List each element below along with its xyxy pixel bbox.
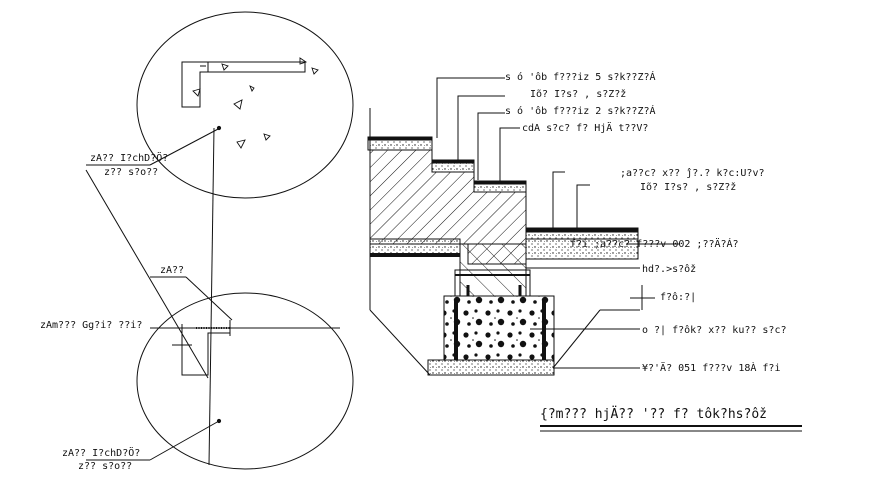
label-mid-1: zA?? bbox=[160, 265, 184, 276]
section-label-3: s ó 'ôb f???iz 2 s?k??Z?Á bbox=[505, 104, 656, 117]
drawing-title: {?m??? hjÄ?? '?? f? tôk?hs?ôž bbox=[540, 406, 767, 422]
section-label-5: ;a??c? x?? ĵ?.? k?c:U?v? bbox=[620, 167, 765, 179]
concrete-bed-left bbox=[369, 238, 461, 256]
section-label-7: f?i ;a??c? f???v 002 ;??Ä?Á? bbox=[570, 237, 739, 250]
section-label-9: f?ô:?| bbox=[660, 291, 696, 303]
left-labels: zA?? I?chD?Ö? z?? s?o?? zA?? zAm??? Gg?i… bbox=[40, 151, 184, 472]
label-upper-1: zA?? I?chD?Ö? bbox=[90, 151, 168, 164]
stair-section bbox=[367, 108, 655, 376]
label-lower-2: z?? s?o?? bbox=[78, 461, 132, 472]
footing bbox=[427, 359, 555, 376]
section-label-10: o ?| f?ôk? x?? ku?? s?c? bbox=[642, 324, 787, 336]
label-upper-2: z?? s?o?? bbox=[104, 167, 158, 178]
section-label-1: s ó 'ôb f???iz 5 s?k??Z?Á bbox=[505, 70, 656, 83]
upper-slab-outline bbox=[181, 61, 306, 108]
aggregate-triangles bbox=[192, 57, 319, 149]
left-detail bbox=[85, 11, 354, 470]
upper-detail-circle bbox=[136, 11, 354, 199]
lower-slab-outline bbox=[181, 327, 231, 376]
section-leaders bbox=[436, 77, 680, 369]
label-lower-1: zA?? I?chD?Ö? bbox=[62, 446, 140, 459]
lower-detail-circle bbox=[136, 292, 354, 470]
section-label-2: Iõ? I?s? , s?Z?ž bbox=[530, 88, 626, 100]
section-labels: s ó 'ôb f???iz 5 s?k??Z?Á Iõ? I?s? , s?Z… bbox=[505, 70, 787, 374]
concrete-bed-right bbox=[525, 238, 639, 260]
section-label-8: hd?.>s?ôž bbox=[642, 263, 696, 275]
label-mid-2: zAm??? Gg?i? ??i? bbox=[40, 320, 142, 331]
drawing-title-block: {?m??? hjÄ?? '?? f? tôk?hs?ôž bbox=[540, 406, 802, 432]
section-label-11: ¥?'Ä? 051 f???v 18À f?i bbox=[642, 361, 780, 374]
section-label-6: Iõ? I?s? , s?Z?ž bbox=[640, 181, 736, 193]
pier bbox=[443, 295, 555, 361]
section-label-4: cdA s?c? f? HjÄ t??V? bbox=[522, 121, 648, 134]
